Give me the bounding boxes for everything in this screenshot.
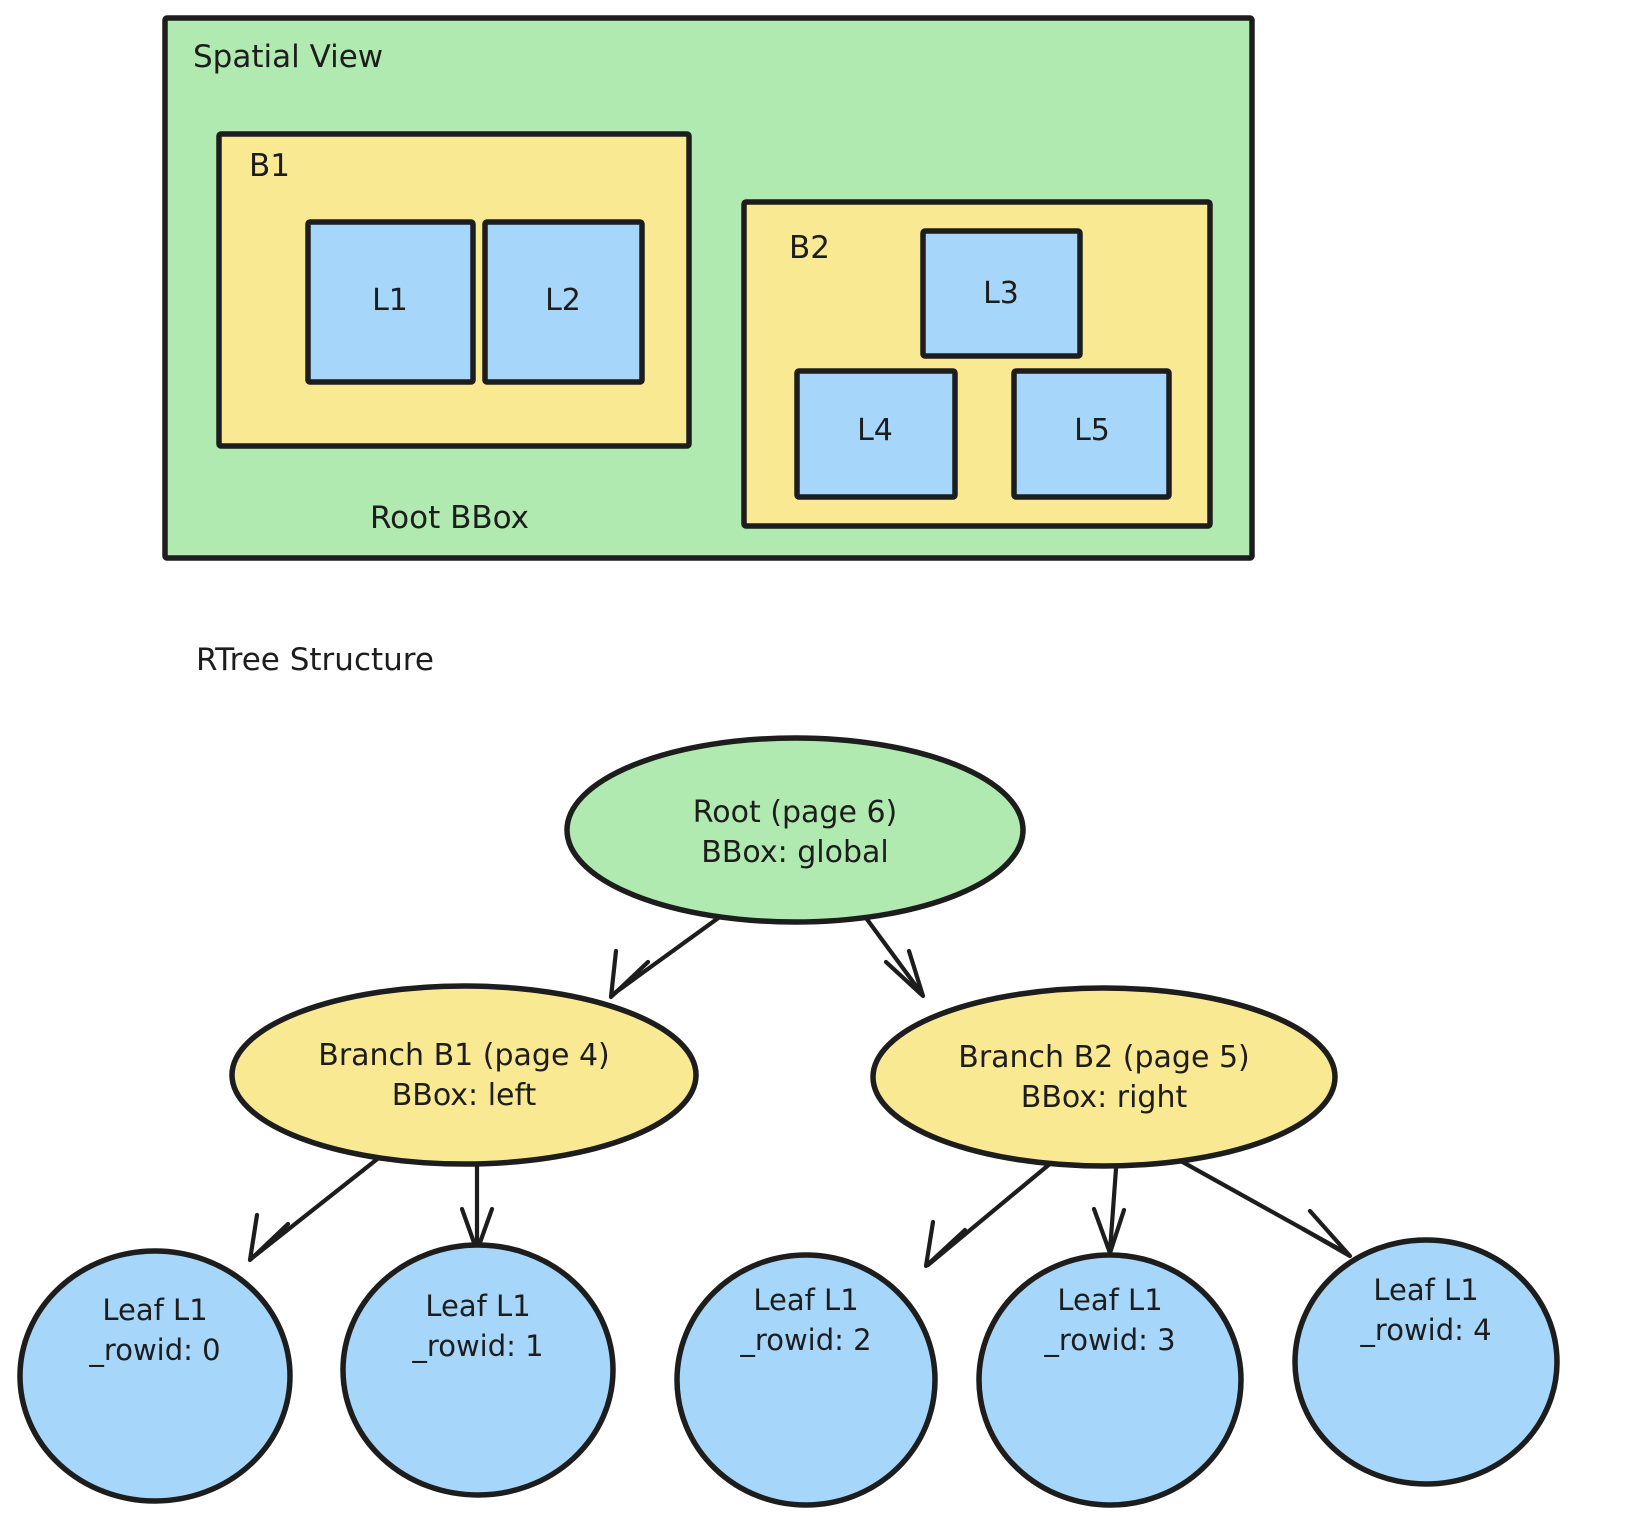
spatial-leaf-l2-label: L2 <box>545 283 581 318</box>
leaf-0-line2: _rowid: 0 <box>88 1333 220 1367</box>
leaf-2-ellipse <box>674 1252 938 1508</box>
spatial-leaf-l2-rect <box>482 219 645 385</box>
edge-b1-to-leaf1 <box>459 1149 495 1254</box>
spatial-branch-b1-label: B1 <box>249 148 290 184</box>
leaf-0-line1: Leaf L1 <box>102 1293 207 1327</box>
edge-b2-to-leaf3 <box>1091 1152 1127 1256</box>
root-node-line1: Root (page 6) <box>693 795 897 830</box>
edge-b2-to-leaf4 <box>1167 1152 1353 1259</box>
spatial-leaf-l5-rect <box>1011 368 1172 500</box>
spatial-view-label: Spatial View <box>193 39 383 75</box>
branch-b1-node-line1: Branch B1 (page 4) <box>318 1038 610 1073</box>
leaf-1-line2: _rowid: 1 <box>411 1329 543 1363</box>
root-node-ellipse <box>564 735 1026 925</box>
tree-node-leaf-2[interactable]: Leaf L1 _rowid: 2 <box>674 1252 938 1508</box>
branch-b2-node-ellipse <box>870 985 1338 1169</box>
leaf-1-ellipse <box>340 1242 616 1498</box>
edge-b2-to-leaf2 <box>923 1150 1066 1269</box>
leaf-2-line1: Leaf L1 <box>753 1283 858 1317</box>
spatial-leaf-l1-rect <box>305 219 476 385</box>
leaf-3-ellipse <box>976 1252 1244 1508</box>
leaf-4-ellipse <box>1292 1237 1560 1487</box>
spatial-leaf-l4-label: L4 <box>857 413 893 448</box>
leaf-3-line2: _rowid: 3 <box>1043 1323 1175 1357</box>
tree-node-branch-b2[interactable]: Branch B2 (page 5) BBox: right <box>870 985 1338 1169</box>
tree-node-branch-b1[interactable]: Branch B1 (page 4) BBox: left <box>229 983 699 1167</box>
spatial-leaf-l3-rect <box>920 228 1083 359</box>
tree-node-leaf-3[interactable]: Leaf L1 _rowid: 3 <box>976 1252 1244 1508</box>
tree-node-leaf-0[interactable]: Leaf L1 _rowid: 0 <box>17 1248 293 1504</box>
branch-b2-node-line1: Branch B2 (page 5) <box>958 1040 1250 1075</box>
leaf-4-line2: _rowid: 4 <box>1359 1313 1491 1347</box>
spatial-leaf-l5-label: L5 <box>1074 413 1110 448</box>
root-bbox-label: Root BBox <box>370 500 529 536</box>
tree-node-leaf-4[interactable]: Leaf L1 _rowid: 4 <box>1292 1237 1560 1487</box>
branch-b1-node-ellipse <box>229 983 699 1167</box>
spatial-leaf-l4-rect <box>794 368 958 500</box>
spatial-leaf-l3-label: L3 <box>983 276 1019 311</box>
tree-node-root[interactable]: Root (page 6) BBox: global <box>564 735 1026 925</box>
edge-b1-to-leaf0 <box>247 1146 393 1263</box>
branch-b1-node-line2: BBox: left <box>392 1078 537 1113</box>
spatial-branch-b2-label: B2 <box>789 230 830 266</box>
rtree-structure-label: RTree Structure <box>196 642 434 678</box>
branch-b2-node-line2: BBox: right <box>1021 1080 1188 1115</box>
spatial-leaf-l1-label: L1 <box>372 283 408 318</box>
leaf-3-line1: Leaf L1 <box>1057 1283 1162 1317</box>
leaf-0-ellipse <box>17 1248 293 1504</box>
leaf-1-line1: Leaf L1 <box>425 1289 530 1323</box>
root-node-line2: BBox: global <box>701 835 889 870</box>
leaf-4-line1: Leaf L1 <box>1373 1273 1478 1307</box>
leaf-2-line2: _rowid: 2 <box>739 1323 871 1357</box>
tree-node-leaf-1[interactable]: Leaf L1 _rowid: 1 <box>340 1242 616 1498</box>
